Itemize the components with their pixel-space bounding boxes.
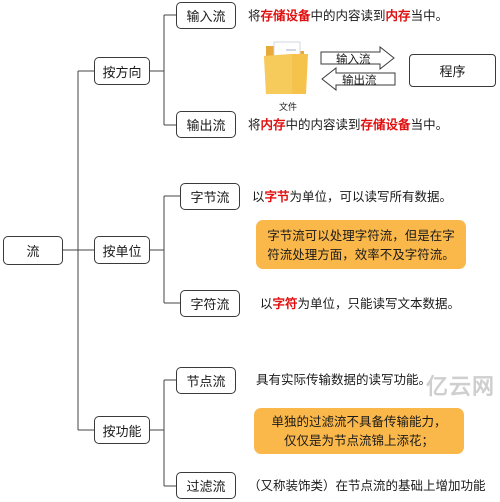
root-label: 流	[26, 245, 40, 260]
filter-stream-desc: （又称装饰类）在节点流的基础上增加功能	[248, 478, 486, 493]
desc-text: 为单位，可以读写所有数据。	[289, 189, 453, 204]
watermark: 亿云网	[426, 375, 496, 400]
desc-text: 以	[252, 189, 265, 204]
note-line: 仅仅是为节点流锦上添花；	[283, 433, 434, 448]
char-stream-label: 字符流	[190, 298, 230, 313]
desc-text: 当中。	[410, 117, 449, 132]
byte-stream-note: 字节流可以处理字符流，但是在字 符流处理方面，效率不及字符流。	[256, 220, 466, 269]
filter-stream-label: 过滤流	[186, 480, 226, 495]
desc-text: 为单位，只能读写文本数据。	[297, 296, 461, 311]
byte-stream-node: 字节流	[180, 183, 240, 210]
highlight-text: 字符	[272, 296, 298, 311]
branch-unit: 按单位	[94, 236, 150, 264]
highlight-text: 内存	[385, 8, 411, 23]
highlight-text: 字节	[264, 189, 290, 204]
branch-function: 按功能	[94, 416, 150, 444]
desc-text: 当中。	[410, 8, 449, 23]
branch-unit-label: 按单位	[102, 244, 142, 260]
arrow-left-icon	[321, 67, 396, 91]
highlight-text: 存储设备	[360, 117, 411, 132]
node-stream-desc: 具有实际传输数据的读写功能。	[256, 372, 432, 387]
highlight-text: 存储设备	[260, 8, 311, 23]
char-stream-desc: 以字符为单位，只能读写文本数据。	[260, 296, 460, 312]
note-line: 单独的过滤流不具备传输能力，	[271, 414, 447, 429]
arrow-in-label: 输入流	[336, 52, 371, 66]
arrow-out-label: 输出流	[342, 73, 377, 87]
input-stream-label: 输入流	[186, 10, 226, 25]
output-stream-desc: 将内存中的内容读到存储设备当中。	[248, 117, 448, 133]
program-label: 程序	[439, 65, 466, 80]
desc-text: 中的内容读到	[285, 117, 361, 132]
desc-text: 中的内容读到	[310, 8, 386, 23]
filter-stream-node: 过滤流	[176, 472, 236, 499]
highlight-text: 内存	[260, 117, 286, 132]
node-stream-label: 节点流	[186, 375, 226, 390]
arrow-right-icon	[320, 46, 395, 70]
branch-direction-label: 按方向	[102, 65, 142, 81]
file-caption: 文件	[279, 103, 298, 113]
desc-text: 将	[248, 8, 261, 23]
program-box: 程序	[409, 54, 496, 87]
branch-direction: 按方向	[94, 57, 150, 85]
node-stream-node: 节点流	[176, 367, 236, 394]
desc-text: 以	[260, 296, 273, 311]
output-stream-node: 输出流	[176, 111, 236, 138]
note-line: 字节流可以处理字符流，但是在字	[267, 227, 455, 243]
char-stream-node: 字符流	[180, 290, 240, 317]
note-line: 符流处理方面，效率不及字符流。	[267, 246, 455, 262]
output-stream-label: 输出流	[186, 119, 226, 134]
folder-icon	[264, 41, 308, 94]
byte-stream-label: 字节流	[190, 191, 230, 206]
filter-stream-note: 单独的过滤流不具备传输能力， 仅仅是为节点流锦上添花；	[254, 408, 464, 454]
desc-text: 将	[248, 117, 261, 132]
byte-stream-desc: 以字节为单位，可以读写所有数据。	[252, 189, 452, 205]
input-stream-desc: 将存储设备中的内容读到内存当中。	[248, 8, 448, 24]
input-stream-node: 输入流	[176, 2, 236, 29]
branch-function-label: 按功能	[102, 424, 142, 440]
root-node: 流	[3, 236, 63, 265]
